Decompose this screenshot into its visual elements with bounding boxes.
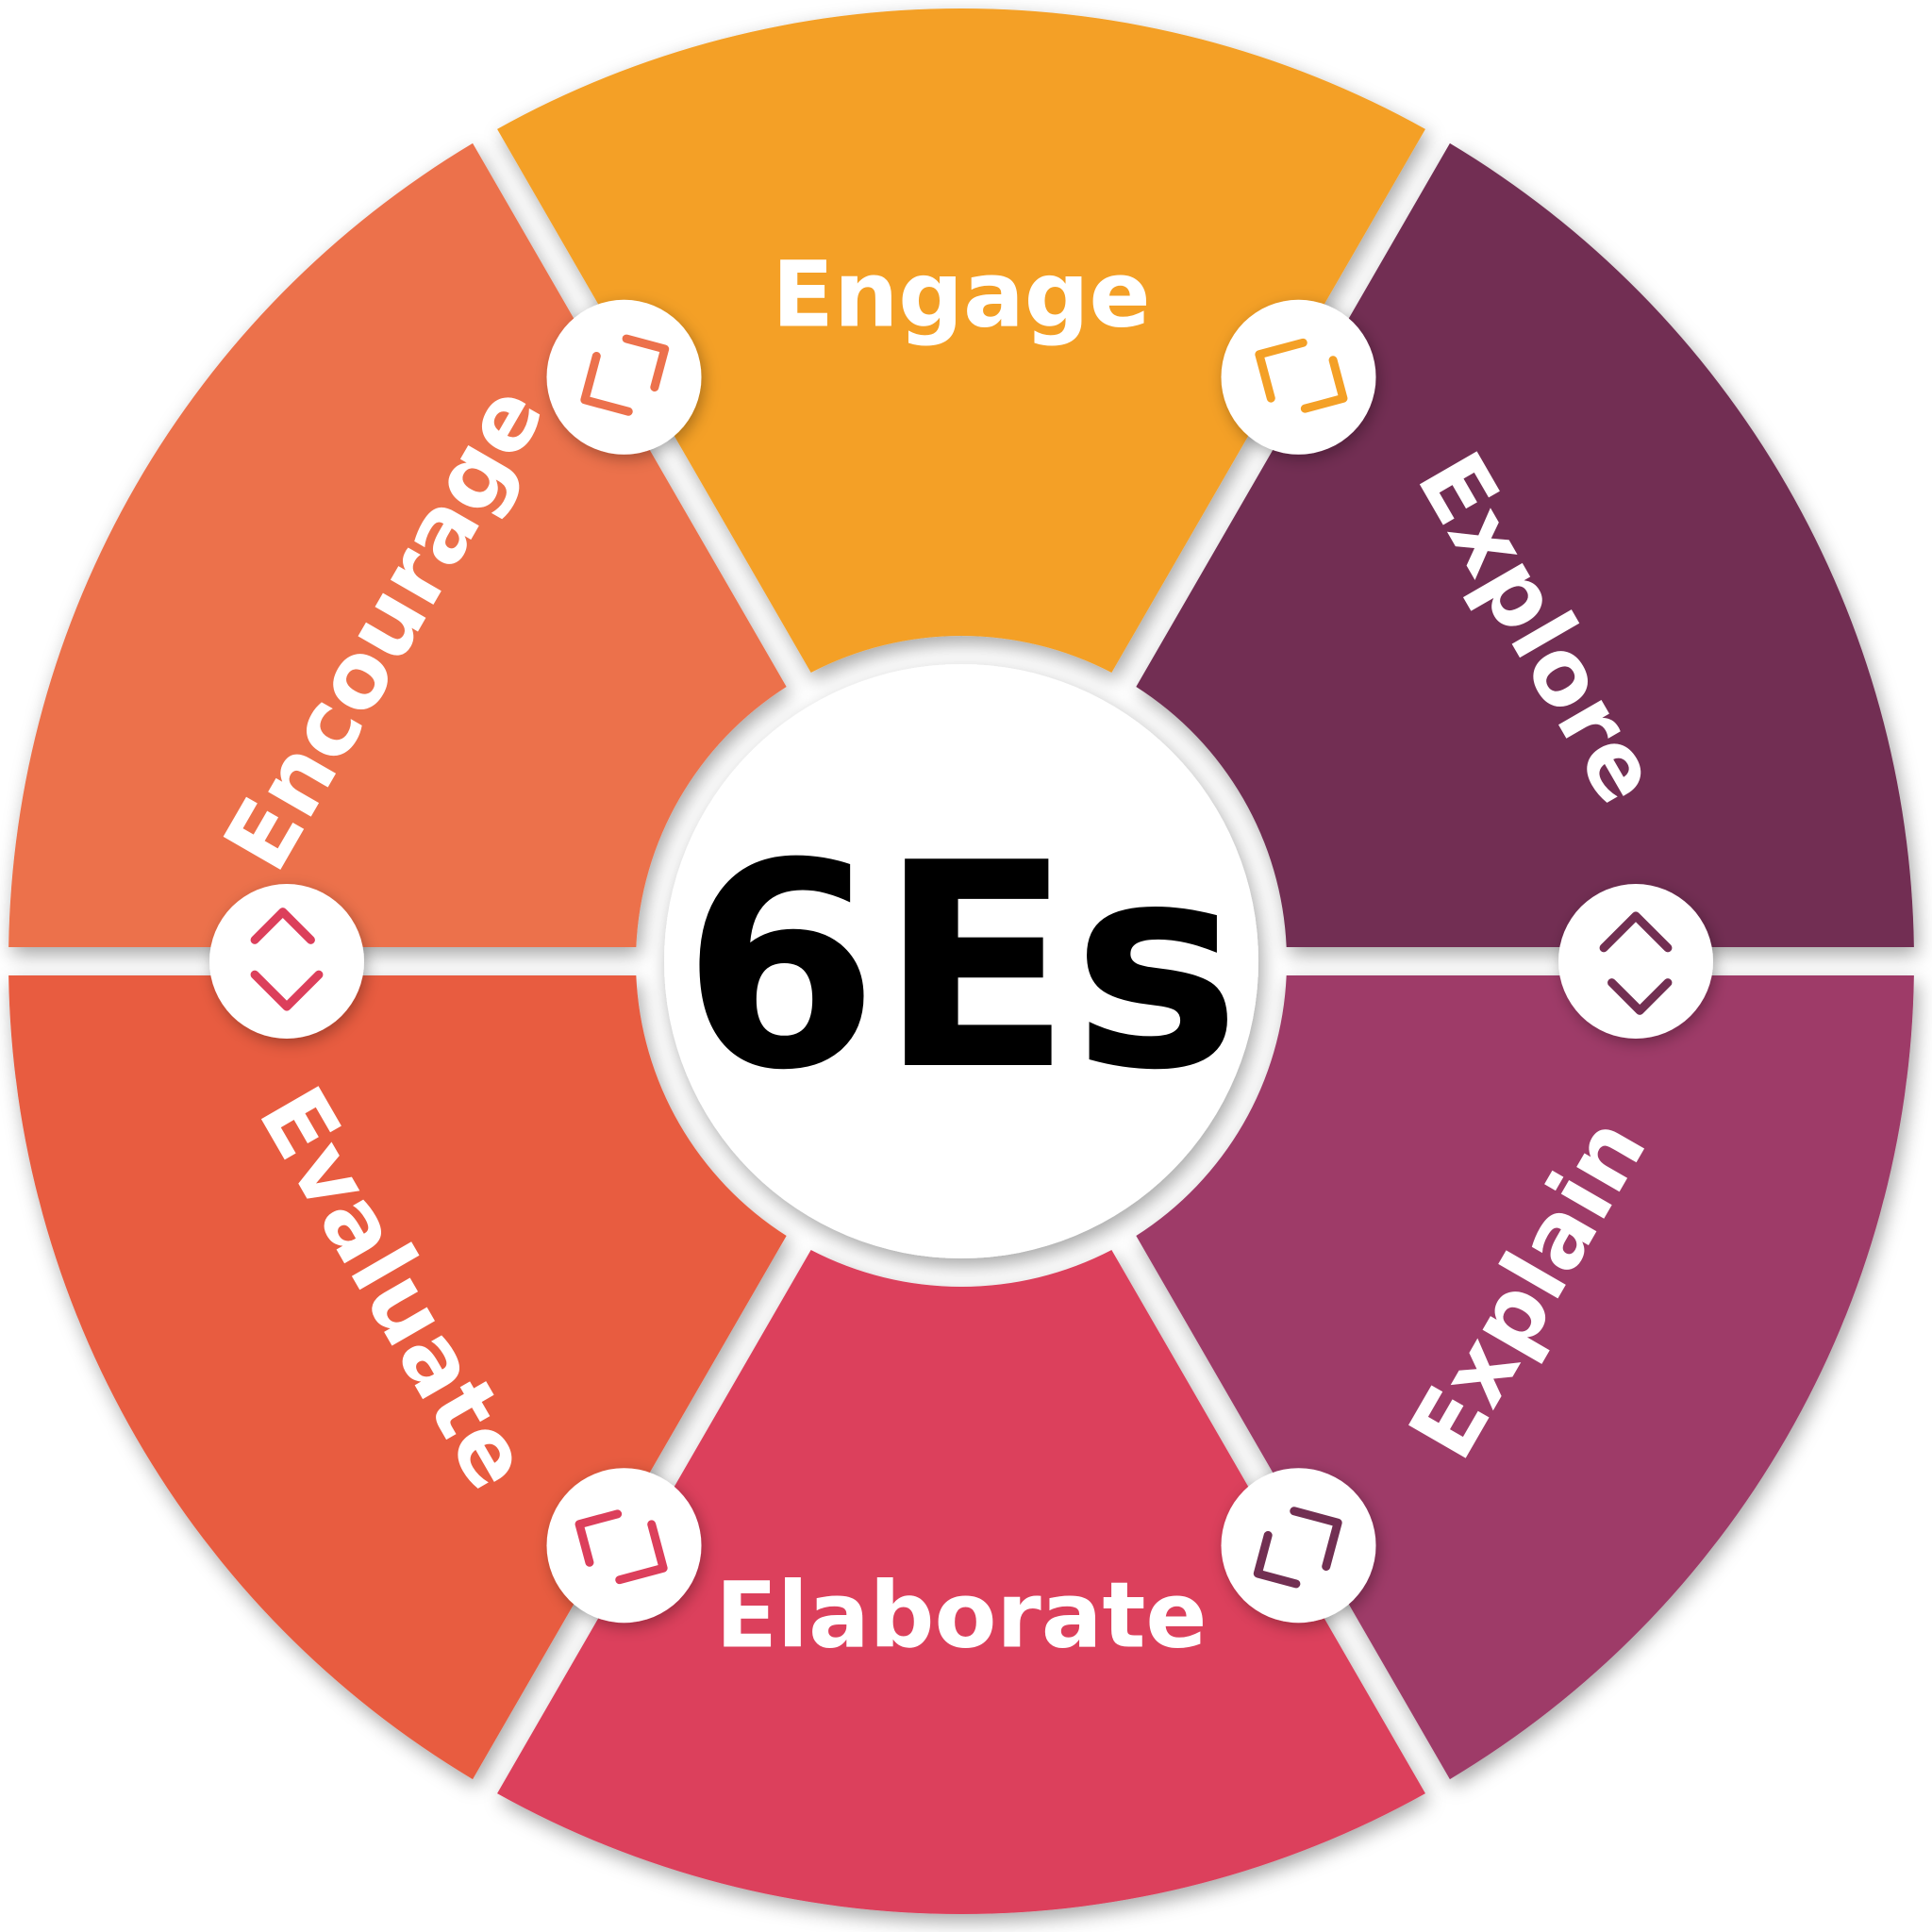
arrow-chevron-icon [580,334,670,416]
arrow-chevron-icon [1255,338,1348,413]
connector-explain-elaborate [1221,1468,1376,1624]
connector-elaborate-evaluate [546,1468,702,1624]
center-title: 6Es [682,803,1241,1132]
segment-label-elaborate: Elaborate [715,1562,1207,1668]
arrow-chevron-icon [1599,911,1673,1015]
arrow-chevron-icon [1253,1507,1342,1589]
segment-label-engage: Engage [772,242,1150,347]
segment-encourage [8,142,787,948]
connector-engage-explore [1221,299,1376,455]
connector-encourage-engage [546,299,702,455]
connector-evaluate-encourage [209,884,364,1039]
segment-elaborate [497,1249,1425,1914]
segments-layer [8,8,1914,1914]
segment-explain [1136,974,1914,1780]
segment-evaluate [8,974,787,1780]
connectors-layer [209,299,1713,1624]
arrow-chevron-icon [575,1509,668,1585]
segment-engage [497,8,1425,674]
center-hub: 6Es [664,664,1258,1258]
connector-explore-explain [1558,884,1713,1039]
arrow-chevron-icon [250,908,324,1011]
segment-explore [1136,142,1914,948]
